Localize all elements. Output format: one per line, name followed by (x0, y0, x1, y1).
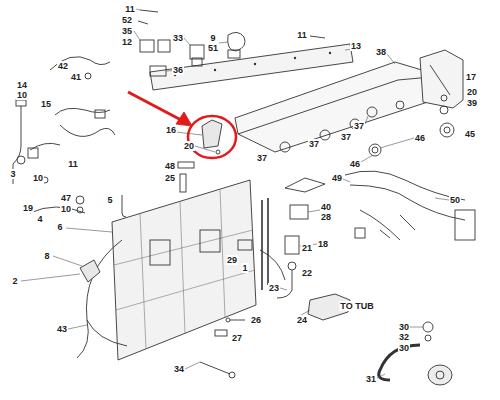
callout-number: 21 (301, 243, 313, 253)
callout-number: 15 (40, 99, 52, 109)
callout-number: 35 (121, 26, 133, 36)
callout-number: 39 (466, 98, 478, 108)
callout-number: 11 (296, 30, 308, 40)
callout-number: 10 (60, 204, 72, 214)
callout-number: 23 (268, 283, 280, 293)
callout-number: 48 (164, 161, 176, 171)
callout-number: 43 (56, 324, 68, 334)
callout-number: 10 (32, 173, 44, 183)
callout-number: 12 (121, 37, 133, 47)
callout-number: 37 (308, 139, 320, 149)
callout-number: 47 (60, 193, 72, 203)
callout-number: 40 (320, 202, 332, 212)
callout-number: 14 (16, 80, 28, 90)
callout-number: 17 (465, 72, 477, 82)
callout-number: 41 (70, 72, 82, 82)
callout-number: 38 (375, 47, 387, 57)
callout-number: 10 (16, 90, 28, 100)
callout-number: 11 (67, 159, 79, 169)
callout-number: 9 (209, 33, 216, 43)
callout-number: 19 (22, 203, 34, 213)
callout-number: 50 (449, 195, 461, 205)
callout-number: 31 (365, 374, 377, 384)
callout-number: 42 (57, 61, 69, 71)
callout-number: 37 (256, 153, 268, 163)
callout-number: 46 (349, 159, 361, 169)
callout-number: 30 (398, 322, 410, 332)
callout-number: 11 (124, 4, 136, 14)
callout-number: 28 (320, 212, 332, 222)
callout-number: 46 (414, 133, 426, 143)
callout-number: 24 (296, 315, 308, 325)
callout-number: 37 (340, 132, 352, 142)
callout-number: 1 (241, 263, 248, 273)
callout-number: 22 (301, 268, 313, 278)
callout-number: 25 (164, 173, 176, 183)
callout-number: 20 (466, 87, 478, 97)
callout-number: 13 (350, 41, 362, 51)
callout-number: 20 (183, 141, 195, 151)
callout-number: 49 (331, 173, 343, 183)
callout-number: 4 (36, 214, 43, 224)
callout-number: TO TUB (339, 301, 374, 311)
callout-number: 6 (56, 222, 63, 232)
callout-number: 8 (43, 251, 50, 261)
callout-number: 29 (226, 255, 238, 265)
callout-number: 16 (165, 125, 177, 135)
callout-number: 26 (250, 315, 262, 325)
callout-number: 18 (317, 239, 329, 249)
callout-number: 33 (172, 33, 184, 43)
callout-number: 3 (9, 169, 16, 179)
callout-number: 36 (172, 65, 184, 75)
callout-number: 45 (464, 129, 476, 139)
callout-number: 34 (173, 364, 185, 374)
callout-number: 30 (398, 343, 410, 353)
callout-number: 51 (207, 43, 219, 53)
callout-number: 2 (11, 276, 18, 286)
callout-number: 5 (106, 195, 113, 205)
callout-number: 27 (231, 333, 243, 343)
callout-number: 32 (398, 332, 410, 342)
callout-number: 37 (353, 121, 365, 131)
callout-number: 52 (121, 15, 133, 25)
